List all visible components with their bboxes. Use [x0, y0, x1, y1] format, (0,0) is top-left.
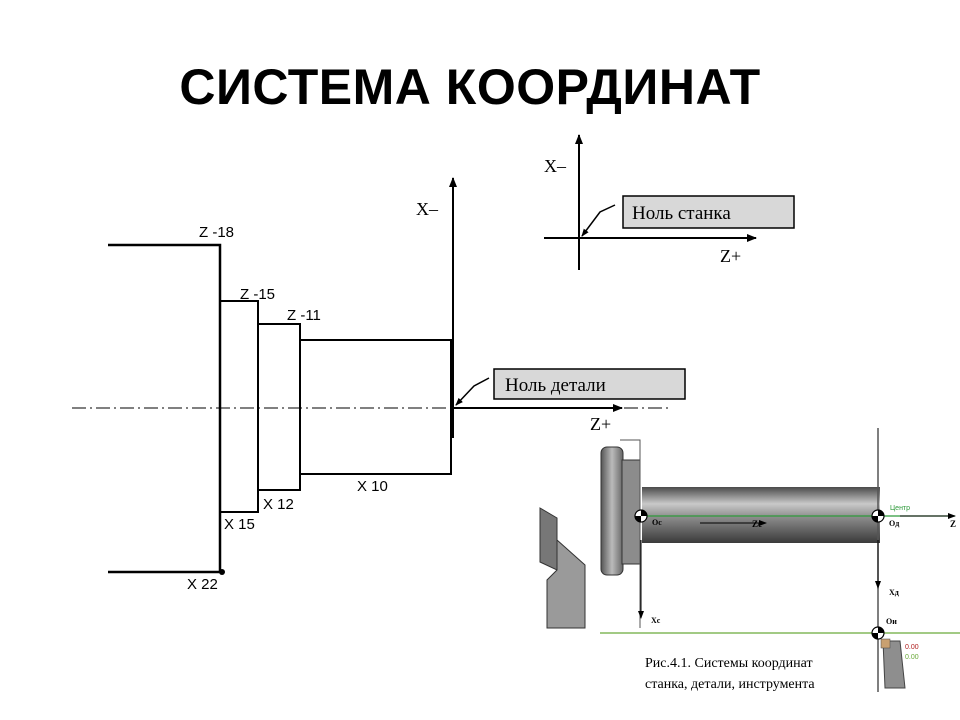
part-zero-label: Ноль детали	[505, 375, 606, 396]
origin-ou-icon	[871, 626, 885, 640]
oc-label: Oc	[652, 518, 662, 527]
part-zero-box	[493, 368, 686, 400]
part-zero-leader	[455, 377, 490, 406]
ou-label: Oи	[886, 617, 897, 626]
dim-z-18: Z -18	[199, 224, 234, 241]
part-z-label: Z+	[590, 414, 611, 434]
readout-1: 0.00	[905, 644, 919, 651]
machine-zero-box	[622, 195, 795, 229]
part-drawing: X– Z+ Ноль детали Z -18 Z -15 Z -11 X 10…	[72, 177, 686, 593]
origin-od-icon	[871, 509, 885, 523]
part-step-12	[257, 323, 301, 491]
zc-label: Zc	[752, 519, 762, 529]
part-step-15	[219, 300, 259, 513]
chuck-outline	[620, 439, 641, 628]
z-label: Z	[950, 519, 956, 529]
tool-holder	[546, 538, 586, 629]
dim-z-15: Z -15	[240, 286, 275, 303]
xc-label: Xc	[651, 616, 661, 625]
origin-oc-icon	[634, 509, 648, 523]
machine-coordinate-system: X– Z+ Ноль станка	[544, 134, 795, 270]
page-title: СИСТЕМА КООРДИНАТ	[179, 59, 761, 115]
center-label: Центр	[890, 505, 910, 512]
lathe-illustration: Центр Oc Zc Oд Z Xд Xc Oи 0.00 0.00	[539, 428, 960, 692]
tool-jaw	[539, 507, 558, 571]
chuck-body	[600, 446, 624, 576]
dim-x-22: X 22	[187, 576, 218, 593]
machine-zero-leader	[581, 204, 616, 237]
dim-x-12: X 12	[263, 496, 294, 513]
tool-insert	[880, 638, 891, 649]
machine-z-label: Z+	[720, 246, 741, 266]
readout-2: 0.00	[905, 654, 919, 661]
workpiece-shaft	[642, 487, 880, 543]
dim-z-11: Z -11	[287, 307, 321, 324]
part-x-label: X–	[416, 199, 439, 219]
part-step-10	[299, 339, 452, 475]
od-label: Oд	[889, 519, 899, 528]
machine-zero-label: Ноль станка	[632, 203, 731, 224]
point-x22	[219, 569, 225, 575]
caption-line-2: станка, детали, инструмента	[645, 677, 815, 692]
dim-x-10: X 10	[357, 478, 388, 495]
dim-x-15: X 15	[224, 516, 255, 533]
caption-line-1: Рис.4.1. Системы координат	[645, 656, 813, 671]
machine-x-label: X–	[544, 156, 567, 176]
cutting-tool	[882, 640, 906, 689]
xd-label: Xд	[889, 588, 899, 597]
